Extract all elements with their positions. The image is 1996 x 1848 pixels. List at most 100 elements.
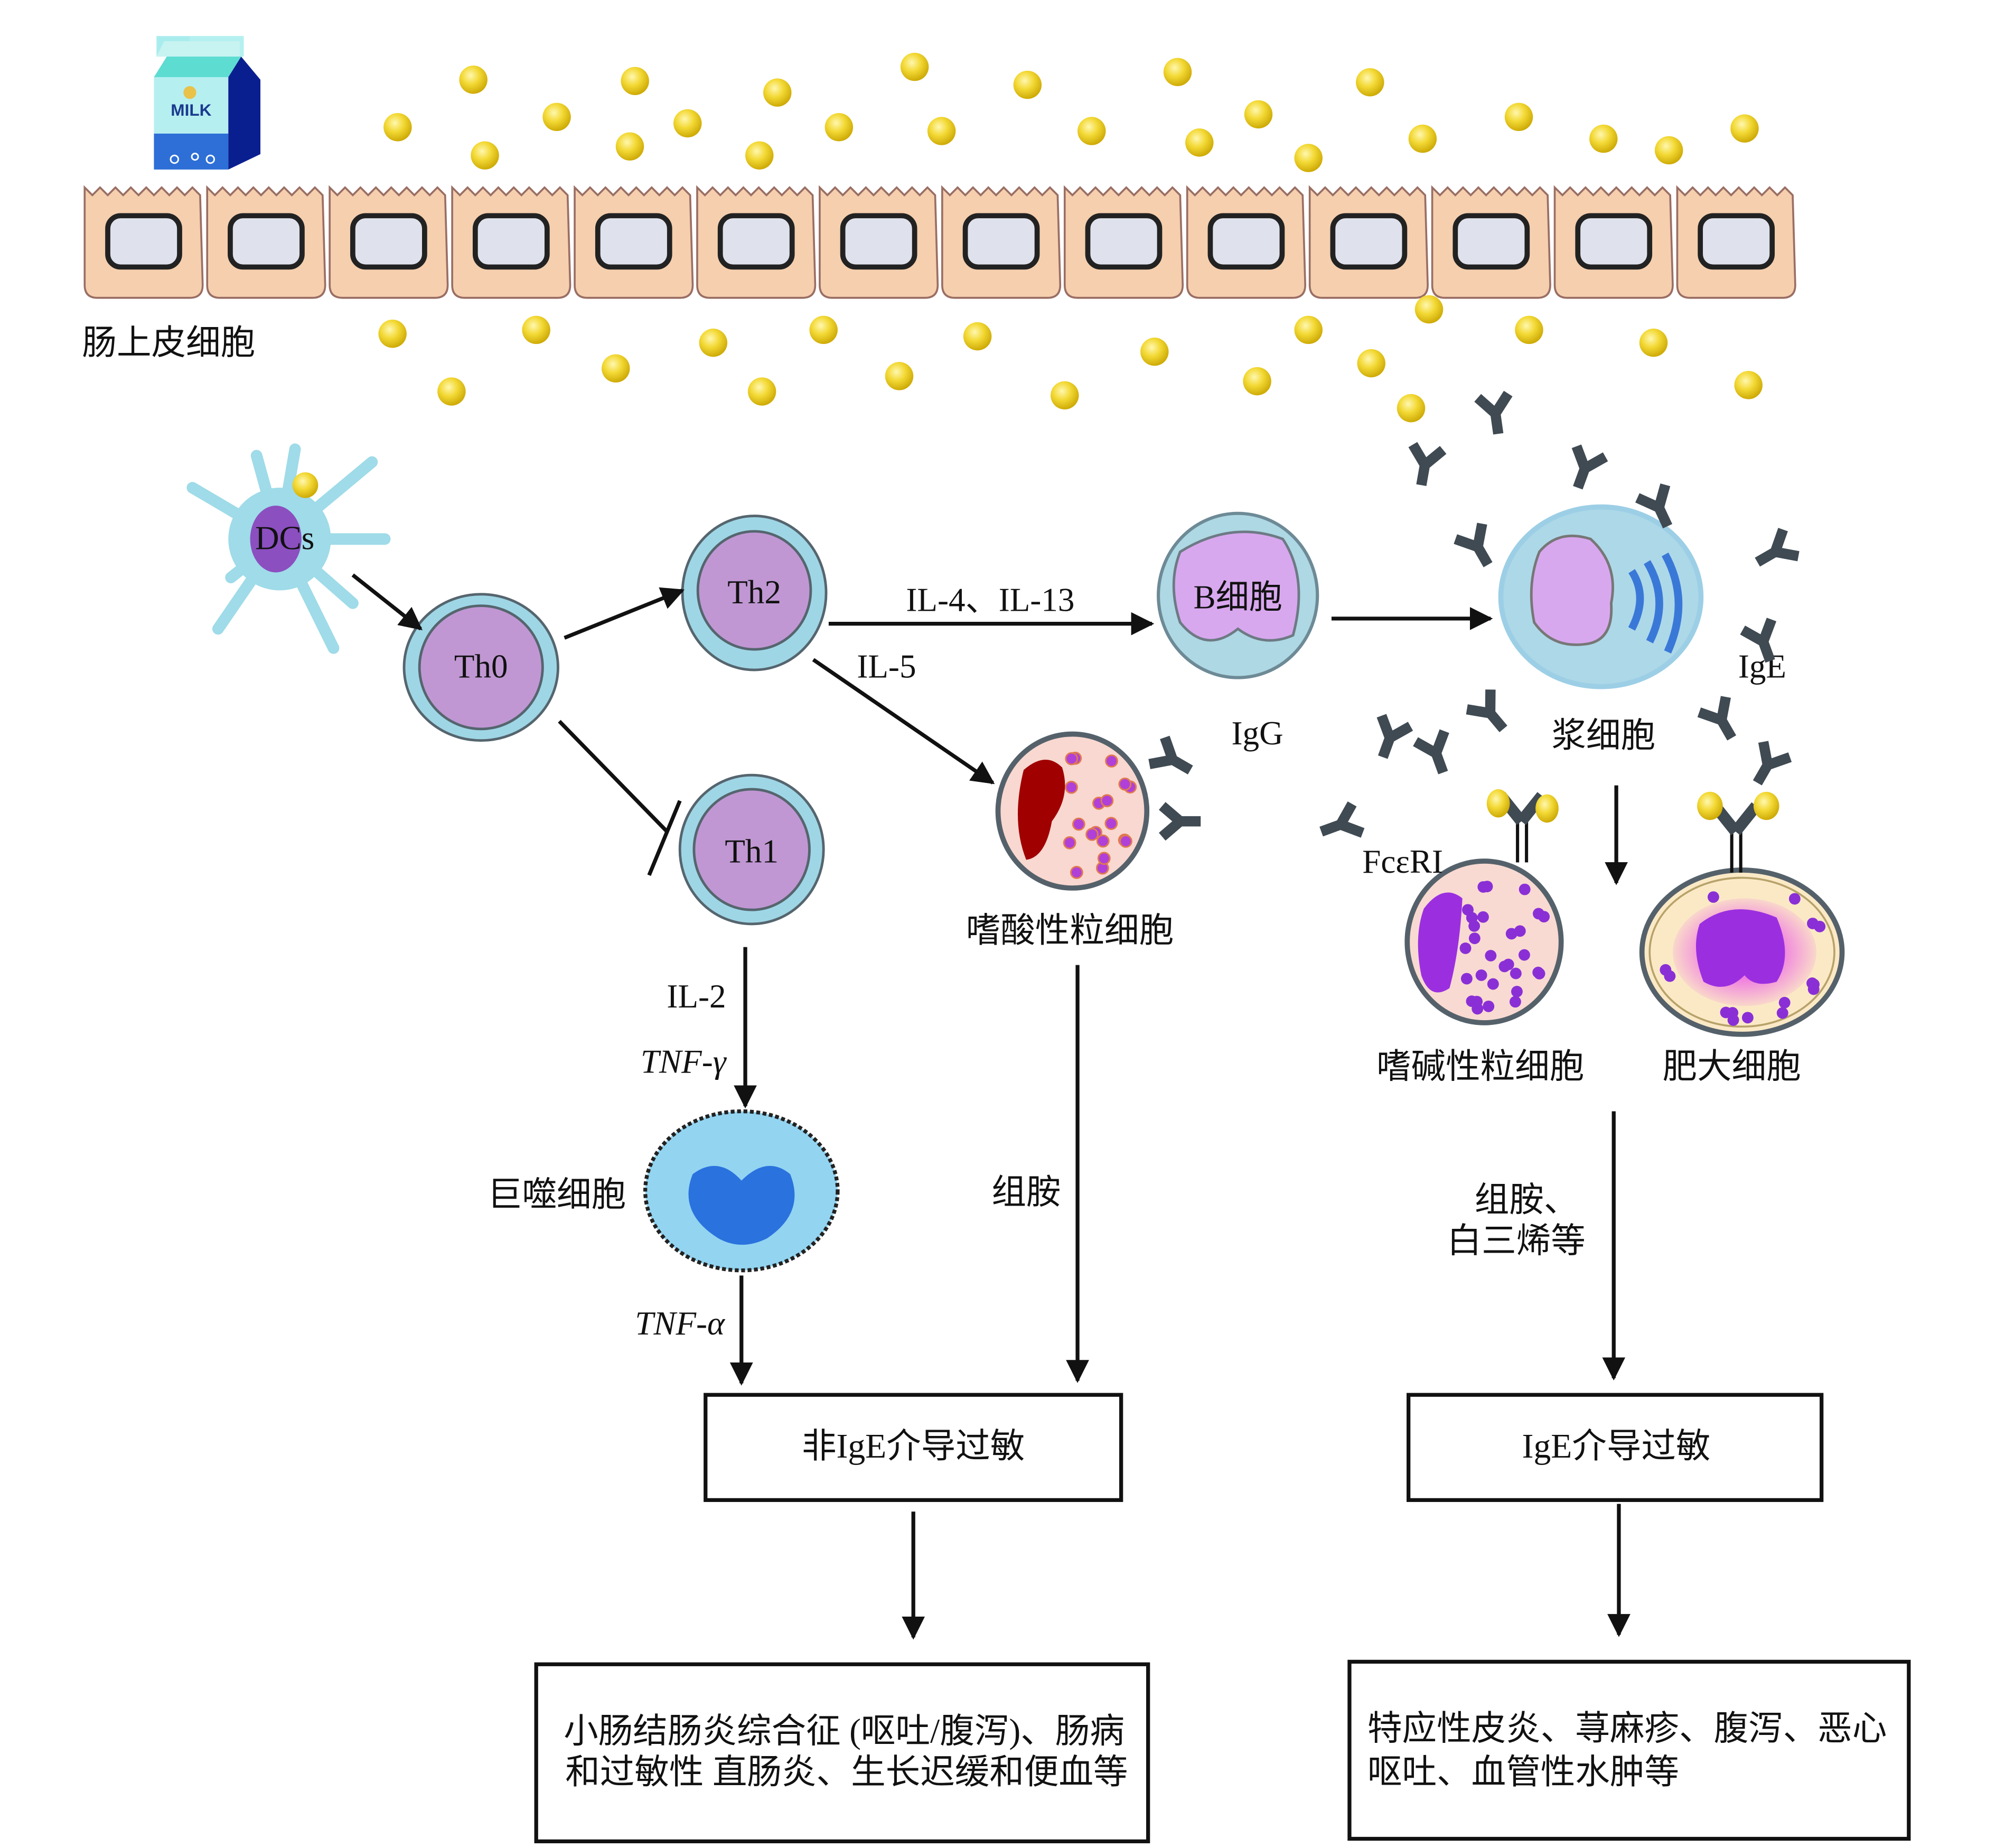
nucleus (962, 213, 1040, 270)
th0-label: Th0 (454, 648, 508, 685)
macrophage-label: 巨噬细胞 (488, 1176, 626, 1214)
granule (1105, 754, 1118, 768)
non-ige-label: 非IgE介导过敏 (802, 1427, 1025, 1466)
epithelial-cell (819, 185, 939, 299)
granule (1727, 1014, 1739, 1026)
eosinophil-label: 嗜酸性粒细胞 (966, 912, 1174, 950)
ige-label: IgE (1738, 648, 1786, 685)
antigen-particle (621, 67, 649, 96)
tnf-alpha-label: TNF-α (635, 1305, 726, 1342)
il5-label: IL-5 (857, 648, 916, 685)
ige-symptoms-line2: 呕吐、血管性水肿等 (1367, 1753, 1679, 1791)
granule (1468, 932, 1480, 945)
th1-cell: Th1 (678, 773, 825, 926)
b-cell-label: B细胞 (1193, 578, 1282, 615)
antigen-particle (1734, 371, 1763, 399)
antigen-particle (1397, 394, 1426, 423)
granule (1519, 883, 1531, 895)
antigen-particle (542, 102, 571, 132)
epithelial-cell (83, 185, 204, 299)
dendritic-cell: DCs (186, 443, 391, 654)
antigen-particle (1654, 136, 1683, 165)
antigen-particle (963, 322, 992, 351)
antigen-particle (885, 362, 914, 390)
epithelial-cell (1676, 185, 1796, 299)
non-ige-symptoms-box: 小肠结肠炎综合征 (呕吐/腹泻)、肠病 和过敏性 直肠炎、生长迟缓和便血等 (534, 1662, 1150, 1844)
granule (1072, 817, 1085, 831)
antigen-particle (1163, 58, 1192, 87)
antigen-particle (1294, 315, 1323, 344)
igg-label: IgG (1232, 715, 1283, 752)
antigen-particle (1639, 329, 1668, 357)
epithelial-cell (1186, 185, 1306, 299)
fceri-label: FcεRI (1362, 843, 1443, 880)
epithelial-cell (1553, 185, 1674, 299)
nucleus (1575, 213, 1653, 270)
granule (1776, 1007, 1788, 1019)
non-ige-allergy-box: 非IgE介导过敏 (704, 1393, 1123, 1502)
antigen-particle (1244, 100, 1273, 129)
nucleus (717, 213, 795, 270)
antigen-particle (763, 78, 792, 107)
antigen-particle (615, 132, 644, 161)
epithelial-cell (1308, 185, 1429, 299)
antibody-icon (1563, 446, 1606, 493)
mast-cell: 肥大细胞 (1639, 791, 1845, 1086)
granule (1065, 752, 1079, 766)
eos-histamine-label: 组胺 (991, 1173, 1061, 1211)
epithelial-cell (1431, 185, 1551, 299)
th0-to-th2-arrow (564, 587, 685, 640)
granule (1477, 881, 1489, 893)
ige-symptoms-box: 特应性皮炎、荨麻疹、腹泻、恶心 呕吐、血管性水肿等 (1347, 1659, 1911, 1841)
antibody-icon (1416, 731, 1458, 778)
nucleus (1330, 213, 1408, 270)
nucleus (472, 213, 550, 270)
granule (1065, 780, 1078, 794)
granule (1485, 950, 1497, 962)
antigen-particle (437, 377, 466, 406)
granule (1807, 918, 1819, 929)
antibody-icon (1744, 742, 1790, 790)
antigen-particle (747, 377, 776, 406)
antigen-particle (1013, 70, 1042, 99)
epithelial-cell (329, 185, 449, 299)
granule (1096, 834, 1110, 848)
dcs-to-th0-arrow (351, 573, 423, 631)
granule (1510, 996, 1521, 1008)
granule (1778, 996, 1791, 1009)
nucleus (1453, 213, 1530, 270)
granule (1807, 983, 1820, 995)
antigen-particle (1504, 102, 1533, 132)
antibody-icon (1750, 529, 1798, 575)
granule (1514, 925, 1526, 937)
basophil: 嗜碱性粒细胞 (1376, 789, 1584, 1086)
ige-allergy-label: IgE介导过敏 (1522, 1427, 1711, 1466)
mast-cell-label: 肥大细胞 (1663, 1048, 1801, 1086)
antigen-particle (378, 320, 407, 348)
il4-il13-label: IL-4、IL-13 (906, 581, 1074, 618)
epithelium-label: 肠上皮细胞 (82, 324, 255, 362)
epithelial-cell (574, 185, 694, 299)
antigen-particle (927, 117, 956, 145)
antigen-particle (459, 66, 488, 94)
macrophage: 巨噬细胞 (488, 1109, 840, 1273)
granule (1788, 893, 1801, 905)
il2-label: IL-2 (667, 978, 726, 1015)
granule (1519, 949, 1530, 961)
granule (1085, 828, 1099, 841)
nucleus (1698, 213, 1775, 270)
antibody-icon (1149, 738, 1198, 783)
milk-carton-icon: MILK (154, 36, 261, 170)
granule (1070, 865, 1083, 879)
antibody-icon (1699, 697, 1745, 745)
epithelial-cell (696, 185, 817, 299)
antigen-particle (900, 52, 929, 81)
antibody-icon (1316, 804, 1363, 846)
th1-label: Th1 (725, 833, 779, 870)
granule (1118, 777, 1132, 791)
antigen-particle (745, 141, 774, 170)
th2-label: Th2 (727, 574, 781, 611)
antibody-icon (1406, 445, 1443, 488)
nucleus (1085, 213, 1163, 270)
nucleus (595, 213, 672, 270)
